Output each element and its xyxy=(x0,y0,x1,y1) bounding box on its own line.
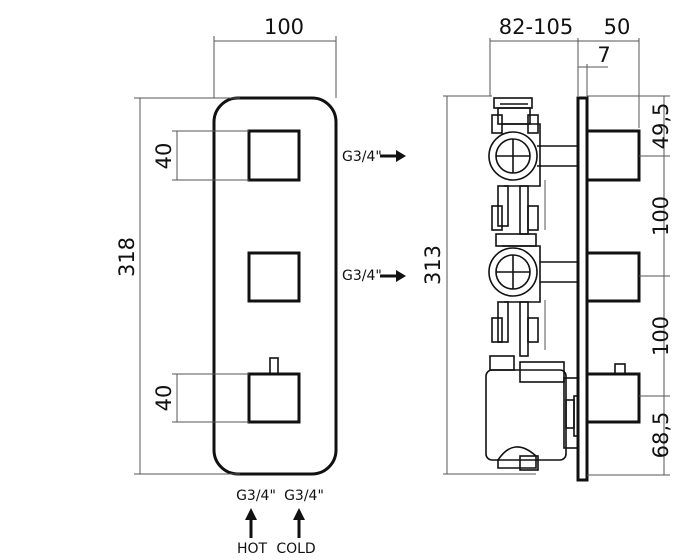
cold-inlet-arrow xyxy=(293,508,305,520)
side-depth-label: 82-105 xyxy=(499,15,573,39)
spacing-2-label: 100 xyxy=(649,316,673,356)
front-width-label: 100 xyxy=(264,15,304,39)
right-dimension-chain: 49,5 100 100 68,5 xyxy=(587,95,673,476)
side-middle-handle xyxy=(585,251,641,303)
top-handle-square xyxy=(247,129,301,182)
top-handle-dimension: 40 xyxy=(152,130,249,181)
side-bottom-handle-tab xyxy=(614,363,626,375)
side-depth-dimension: 82-105 xyxy=(489,15,579,96)
top-outlet-callout: G3/4" xyxy=(342,149,406,165)
top-outlet-arrow xyxy=(396,150,406,162)
middle-handle-square xyxy=(247,251,301,303)
front-width-dimension: 100 xyxy=(213,15,337,98)
middle-outlet-callout: G3/4" xyxy=(342,268,406,284)
cold-inlet: G3/4" COLD xyxy=(276,488,324,557)
spacing-1-label: 100 xyxy=(649,196,673,236)
spacing-top-label: 49,5 xyxy=(649,103,673,150)
front-height-dimension: 318 xyxy=(115,97,240,475)
side-height-dimension: 313 xyxy=(421,95,536,475)
middle-outlet-size: G3/4" xyxy=(342,268,382,284)
middle-outlet-arrow xyxy=(396,270,406,282)
spacing-bottom-label: 68,5 xyxy=(649,412,673,459)
hot-inlet: G3/4" HOT xyxy=(236,488,276,557)
hot-label: HOT xyxy=(237,541,268,557)
side-top-handle xyxy=(585,129,641,182)
top-outlet-size: G3/4" xyxy=(342,149,382,165)
side-view: 82-105 50 7 313 49,5 xyxy=(342,15,673,482)
cartridge-body xyxy=(485,369,567,461)
plate-thickness-dimension: 7 xyxy=(578,43,611,96)
front-height-label: 318 xyxy=(115,237,139,277)
cold-label: COLD xyxy=(276,541,315,557)
top-outlet-port xyxy=(488,131,538,181)
side-bottom-handle xyxy=(585,372,641,424)
top-handle-label: 40 xyxy=(152,143,176,170)
bottom-handle-dimension: 40 xyxy=(152,373,249,423)
bottom-handle-tab xyxy=(269,357,279,375)
side-projection-dimension: 50 xyxy=(578,15,640,128)
side-height-label: 313 xyxy=(421,245,445,285)
side-projection-label: 50 xyxy=(604,15,631,39)
bottom-handle-square xyxy=(247,372,301,424)
valve-body xyxy=(485,97,579,471)
hot-inlet-size: G3/4" xyxy=(236,488,276,504)
hot-inlet-arrow xyxy=(245,508,257,520)
front-view: 100 318 40 40 G3/4" HOT xyxy=(115,15,338,557)
front-plate-outline xyxy=(212,96,338,476)
plate-thickness-label: 7 xyxy=(597,43,610,67)
bottom-handle-label: 40 xyxy=(152,385,176,412)
cold-inlet-size: G3/4" xyxy=(284,488,324,504)
middle-outlet-port xyxy=(488,247,538,297)
